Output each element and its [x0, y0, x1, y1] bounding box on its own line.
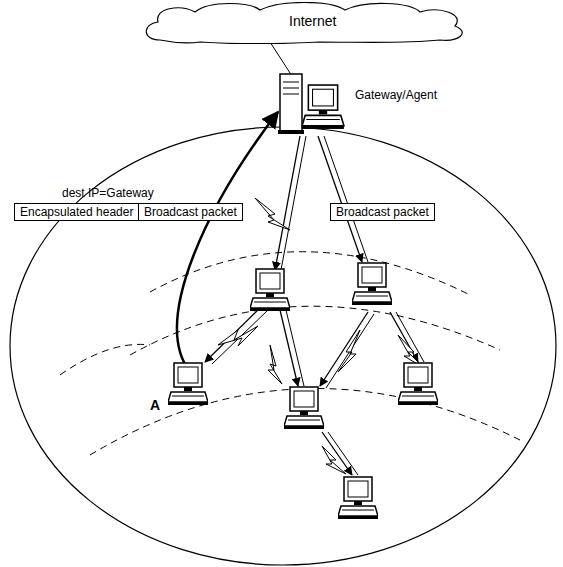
encapsulated-return-path: [177, 112, 278, 372]
packet-body-box: Broadcast packet: [138, 203, 243, 221]
address-note: dest IP=Gateway: [62, 186, 154, 200]
broadcast-arrow: [205, 136, 418, 475]
text-label: Internet: [289, 14, 336, 28]
uplink: [270, 42, 292, 76]
node-name: A: [150, 398, 160, 412]
mobile-node: [398, 363, 438, 405]
mobile-node-a: [168, 363, 208, 405]
mobile-node: [352, 263, 392, 305]
arrow-outline: [212, 136, 424, 475]
gateway-label: Gateway/Agent: [355, 88, 437, 102]
mobile-node: [338, 477, 378, 519]
text-label: Broadcast packet: [336, 205, 429, 219]
gateway-server: [278, 74, 304, 134]
gateway-computer: [302, 85, 344, 129]
text-label: Encapsulated header: [20, 205, 133, 219]
packet-header-box: Encapsulated header: [14, 203, 139, 221]
packet-box: Broadcast packet: [330, 203, 435, 221]
hop-ring: [150, 252, 470, 295]
text-label: Broadcast packet: [144, 205, 237, 219]
network-region: [10, 127, 556, 565]
wireless-bolt: [218, 198, 424, 474]
hop-ring: [130, 306, 500, 355]
mobile-node: [250, 269, 290, 311]
mobile-node: [284, 387, 324, 429]
internet-cloud: Internet: [140, 2, 470, 44]
hop-ring: [60, 344, 150, 375]
